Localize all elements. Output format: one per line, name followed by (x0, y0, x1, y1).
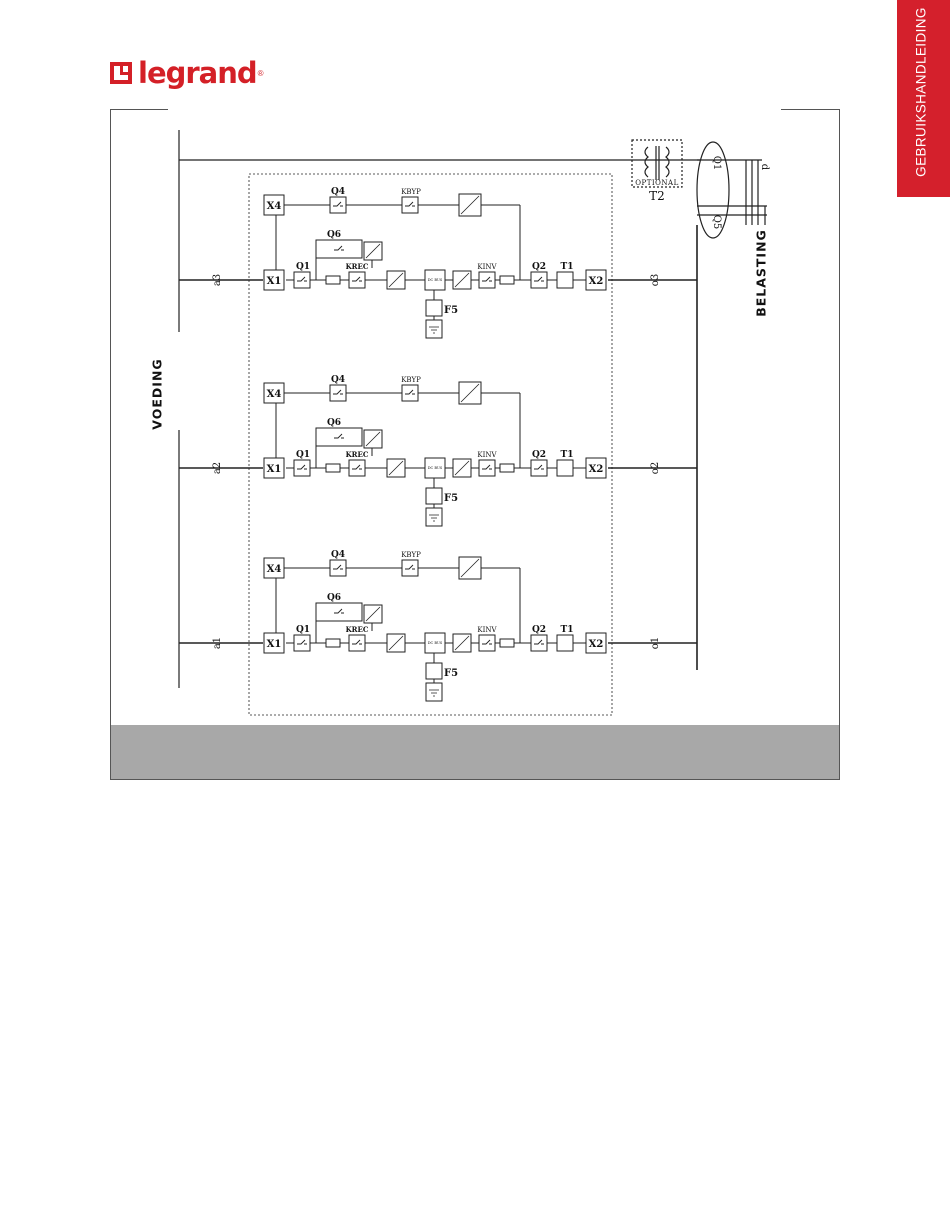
bypass-static-label: KBYP (401, 188, 421, 196)
ground-box (426, 320, 442, 338)
transformer-t2-icon (645, 146, 669, 180)
ground-box (426, 508, 442, 526)
output-label: X2 (589, 464, 604, 475)
unit-input-label: a3 (212, 274, 223, 286)
ups-unit-3: X4X1 X2 Q4 KBYP Q6Q1 KREC KINV Q2 T1F5 DC BUS a1 o1 (179, 550, 697, 701)
output-fuse-box (500, 639, 514, 647)
bypass-static-label: KBYP (401, 551, 421, 559)
bypass-input-label: X4 (267, 201, 282, 212)
load-switch-bottom-label: Q5 (711, 215, 722, 230)
output-transformer-label: T1 (561, 450, 574, 460)
input-switch-label: Q1 (296, 450, 310, 460)
optional-label: OPTIONAL (635, 179, 678, 187)
output-transformer-label: T1 (561, 625, 574, 635)
main-input-label: X1 (267, 464, 282, 475)
input-switch-label: Q1 (296, 262, 310, 272)
bypass-input-label: X4 (267, 389, 282, 400)
ups-unit-1: X4X1 X2 Q4 KBYP Q6Q1 KREC KINV Q2 T1F5 DC BUS a3 o3 (179, 187, 697, 338)
unit-output-label: o3 (650, 274, 661, 286)
output-phase-label: d (759, 164, 770, 171)
supply-label: VOEDING (150, 358, 165, 429)
transformer-label: T2 (649, 189, 665, 203)
unit-input-label: a1 (212, 637, 223, 649)
output-fuse-box (500, 464, 514, 472)
fuse-label: F5 (444, 493, 458, 504)
dc-bus-label: DC BUS (428, 641, 443, 645)
inverter-contactor-label: KINV (477, 451, 497, 459)
output-fuse-box (500, 276, 514, 284)
rectifier-contactor-label: KREC (346, 450, 369, 459)
output-transformer-box (557, 460, 573, 476)
input-fuse-box (326, 639, 340, 647)
bypass-switch-label: Q4 (331, 375, 345, 385)
fuse-f5-box (426, 663, 442, 679)
input-switch-label: Q1 (296, 625, 310, 635)
unit-output-label: o2 (650, 462, 661, 474)
output-transformer-box (557, 635, 573, 651)
output-switch-label: Q2 (532, 625, 546, 635)
fuse-label: F5 (444, 305, 458, 316)
unit-input-label: a2 (212, 462, 223, 474)
output-label: X2 (589, 639, 604, 650)
fuse-f5-box (426, 488, 442, 504)
input-fuse-box (326, 276, 340, 284)
rectifier-contactor-label: KREC (346, 625, 369, 634)
inverter-contactor-label: KINV (477, 263, 497, 271)
battery-switch-label: Q6 (327, 230, 341, 240)
unit-output-label: o1 (650, 637, 661, 649)
bypass-switch-label: Q4 (331, 187, 345, 197)
output-switch-label: Q2 (532, 262, 546, 272)
rectifier-contactor-label: KREC (346, 262, 369, 271)
bypass-static-label: KBYP (401, 376, 421, 384)
main-input-label: X1 (267, 639, 282, 650)
dc-bus-label: DC BUS (428, 466, 443, 470)
load-label: BELASTING (754, 229, 769, 317)
fuse-label: F5 (444, 668, 458, 679)
ground-box (426, 683, 442, 701)
output-transformer-label: T1 (561, 262, 574, 272)
input-fuse-box (326, 464, 340, 472)
output-label: X2 (589, 276, 604, 287)
bypass-input-label: X4 (267, 564, 282, 575)
output-switch-label: Q2 (532, 450, 546, 460)
ups-unit-2: X4X1 X2 Q4 KBYP Q6Q1 KREC KINV Q2 T1F5 DC BUS a2 o2 (179, 375, 697, 526)
output-transformer-box (557, 272, 573, 288)
bypass-switch-label: Q4 (331, 550, 345, 560)
load-switch-top-label: Q1 (711, 156, 722, 171)
inverter-contactor-label: KINV (477, 626, 497, 634)
battery-switch-label: Q6 (327, 418, 341, 428)
fuse-f5-box (426, 300, 442, 316)
main-input-label: X1 (267, 276, 282, 287)
dc-bus-label: DC BUS (428, 278, 443, 282)
battery-switch-label: Q6 (327, 593, 341, 603)
